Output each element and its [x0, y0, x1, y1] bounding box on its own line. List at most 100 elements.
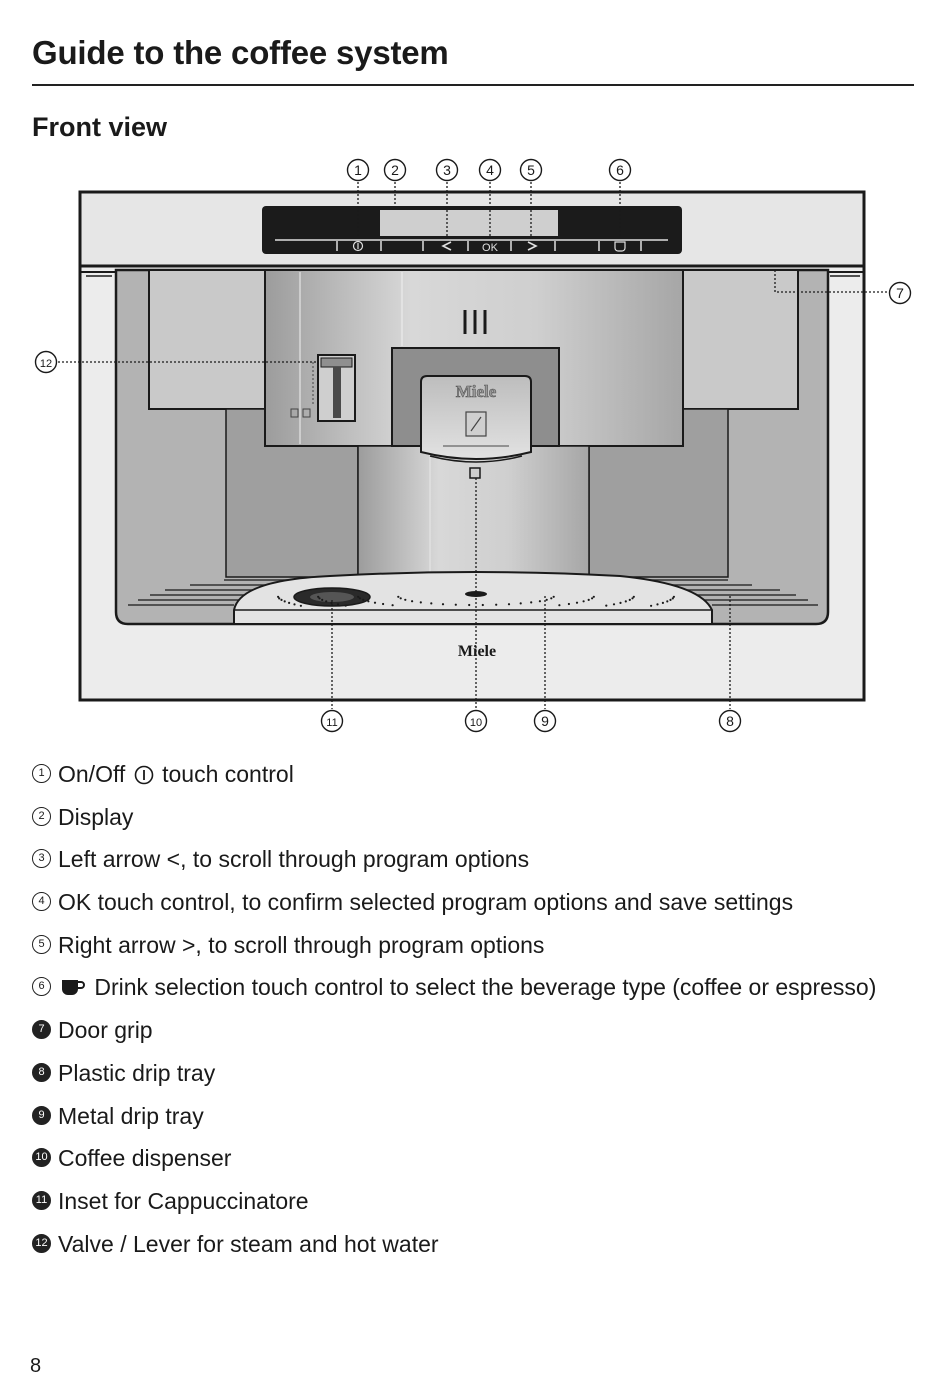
legend-item-4: 4 OK touch control, to confirm selected p… [32, 888, 912, 916]
cup-icon [62, 980, 85, 996]
callout-4: 4 [478, 158, 502, 182]
drain-dot [612, 603, 616, 606]
svg-text:12: 12 [40, 358, 52, 370]
coffee-dispenser [469, 467, 481, 479]
drain-dot [591, 597, 594, 600]
callout-7: 7 [888, 281, 912, 305]
callout-8: 8 [718, 709, 742, 733]
legend-text: Valve / Lever for steam and hot water [58, 1230, 439, 1257]
callout-number: 12 [32, 1233, 51, 1253]
drain-dot [288, 601, 291, 605]
drain-dot [605, 604, 608, 607]
legend-text: Door grip [58, 1017, 153, 1044]
callout-number: 2 [32, 806, 51, 826]
drain-dot [373, 601, 377, 604]
callout-number: 5 [32, 934, 51, 954]
right-arrow-button [527, 241, 538, 251]
drain-dot [277, 595, 280, 598]
callout-10: 10 [464, 709, 488, 733]
drain-dot [661, 601, 665, 605]
drain-dot [299, 604, 302, 607]
legend-text: Left arrow <, to scroll through program … [58, 846, 530, 873]
front-logo: Miele [458, 643, 496, 660]
drain-dot [632, 595, 635, 598]
svg-text:2: 2 [391, 162, 399, 178]
section-title: Front view [32, 112, 168, 142]
drain-dot [399, 597, 402, 600]
callout-3: 3 [435, 158, 459, 182]
page-number: 8 [30, 1355, 42, 1377]
lower-steel-panel [357, 445, 590, 578]
legend-text: touch control [162, 761, 294, 787]
tray-drain-dots [277, 595, 676, 607]
drain-dot [430, 602, 433, 605]
drain-dot [411, 600, 414, 603]
drain-dot [325, 600, 328, 603]
drain-dot [468, 603, 471, 607]
legend-text: Drink selection touch control to select … [94, 974, 877, 1001]
drain-dot [330, 601, 333, 605]
title-divider [32, 84, 914, 86]
ok-button: OK [482, 242, 499, 254]
drain-dot [672, 595, 676, 598]
power-button [352, 240, 364, 252]
svg-text:3: 3 [443, 162, 451, 178]
legend-text: Coffee dispenser [58, 1145, 232, 1172]
drain-dot [671, 597, 674, 600]
svg-text:10: 10 [470, 717, 482, 729]
svg-text:8: 8 [726, 713, 734, 729]
callout-11: 11 [320, 709, 344, 733]
drain-dot [367, 600, 370, 603]
drain-dot [397, 595, 400, 598]
drain-dot [317, 595, 320, 598]
svg-text:1: 1 [354, 162, 362, 178]
svg-text:4: 4 [486, 162, 494, 178]
drain-dot [293, 603, 296, 606]
callout-number: 3 [32, 849, 51, 869]
svg-text:5: 5 [527, 162, 535, 178]
drain-dot [550, 597, 553, 600]
drain-dot [280, 598, 283, 602]
drain-dot [619, 601, 622, 605]
legend-item-1: 1 On/Off touch control [32, 760, 912, 788]
callout-number: 1 [32, 764, 51, 783]
legend-text: On/Off [58, 761, 126, 787]
callout-number: 9 [32, 1105, 51, 1125]
drain-dot [344, 604, 347, 607]
callout-9: 9 [533, 709, 557, 733]
metal-drip-tray [233, 571, 713, 625]
callout-1: 1 [346, 158, 370, 182]
page-title: Guide to the coffee system [32, 34, 449, 71]
drain-dot [321, 598, 324, 602]
callout-12: 12 [34, 350, 58, 374]
drain-dot [669, 598, 672, 602]
drain-dot [495, 603, 498, 606]
drain-dot [362, 598, 365, 602]
drain-dot [545, 598, 548, 601]
drain-dot [283, 600, 286, 603]
svg-text:11: 11 [326, 717, 337, 729]
drain-dot [624, 600, 627, 603]
drain-dot [552, 595, 555, 598]
drain-dot [558, 604, 561, 607]
drain-dot [656, 603, 659, 606]
legend-text: Plastic drip tray [58, 1059, 216, 1086]
callout-2: 2 [383, 158, 407, 182]
drain-dot [481, 603, 484, 607]
drain-dot [582, 600, 585, 603]
drain-dot [357, 595, 360, 598]
legend-text: OK touch control, to confirm selected pr… [58, 889, 794, 916]
legend-text: Inset for Cappuccinatore [58, 1187, 309, 1214]
drain-dot [358, 597, 361, 600]
callout-number: 4 [32, 892, 51, 912]
drain-dot [538, 600, 542, 603]
legend-item-7: 7 Door grip [32, 1016, 912, 1044]
drain-dot [592, 595, 595, 598]
callout-number: 7 [32, 1020, 51, 1040]
display [380, 210, 558, 236]
drain-dot [519, 602, 522, 605]
